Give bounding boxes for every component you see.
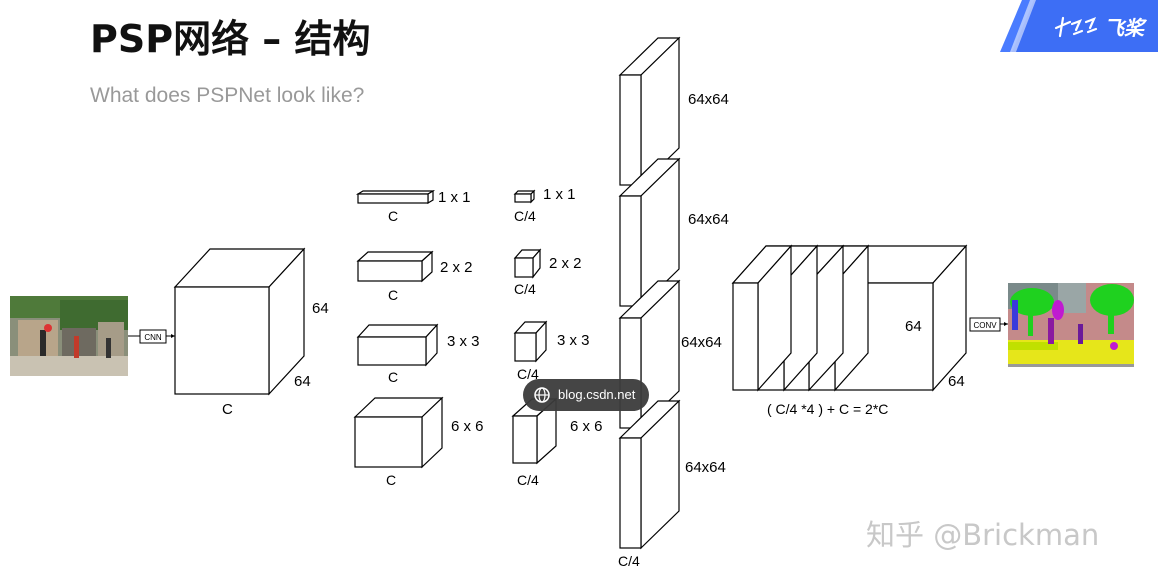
output-segmentation	[1008, 283, 1134, 367]
pool-size-1: 1 x 1	[438, 189, 471, 206]
upsampled-map-2	[618, 157, 681, 308]
upsampled-size-3: 64x64	[681, 334, 722, 351]
reduced-2x2	[513, 248, 542, 279]
reduced-size-4: 6 x 6	[570, 418, 603, 435]
upsampled-size-2: 64x64	[688, 211, 729, 228]
upsampled-size-1: 64x64	[688, 91, 729, 108]
upsampled-map-4	[618, 399, 681, 550]
brand-logo-text: 飞桨	[1104, 16, 1144, 40]
input-image	[10, 296, 128, 376]
reduced-1x1	[513, 189, 536, 204]
pool-channel-3: C	[388, 369, 398, 385]
cnn-label: CNN	[144, 333, 162, 342]
source-badge-text: blog.csdn.net	[558, 387, 636, 402]
concat-formula: ( C/4 *4 ) + C = 2*C	[767, 401, 888, 417]
concat-stack	[731, 244, 968, 392]
concat-height-label: 64	[905, 318, 922, 335]
feature-width-label: 64	[294, 373, 311, 390]
brand-logo	[1000, 0, 1158, 52]
pooled-1x1	[355, 189, 436, 205]
reduced-size-1: 1 x 1	[543, 186, 576, 203]
pool-channel-2: C	[388, 287, 398, 303]
reduced-size-2: 2 x 2	[549, 255, 582, 272]
feature-height-label: 64	[312, 300, 329, 317]
watermark: 知乎 @Brickman	[866, 518, 1100, 552]
page-title: PSP网络 – 结构	[90, 17, 371, 61]
pooled-3x3	[356, 323, 439, 367]
pool-size-4: 6 x 6	[451, 418, 484, 435]
reduced-channel-3: C/4	[517, 366, 539, 382]
feature-map-cube	[173, 247, 306, 396]
pool-channel-1: C	[388, 208, 398, 224]
pool-size-2: 2 x 2	[440, 259, 473, 276]
reduced-size-3: 3 x 3	[557, 332, 590, 349]
feature-channel-label: C	[222, 401, 233, 418]
upsampled-channel-label: C/4	[618, 553, 640, 569]
pool-channel-4: C	[386, 472, 396, 488]
pool-size-3: 3 x 3	[447, 333, 480, 350]
page-subtitle: What does PSPNet look like?	[90, 84, 365, 107]
reduced-6x6	[511, 397, 558, 465]
concat-width-label: 64	[948, 373, 965, 390]
reduced-channel-1: C/4	[514, 208, 536, 224]
conv-label: CONV	[973, 321, 997, 330]
pooled-6x6	[353, 396, 444, 469]
reduced-3x3	[513, 320, 548, 363]
reduced-channel-2: C/4	[514, 281, 536, 297]
globe-icon	[534, 387, 550, 403]
upsampled-map-1	[618, 36, 681, 187]
pooled-2x2	[356, 250, 434, 283]
upsampled-size-4: 64x64	[685, 459, 726, 476]
reduced-channel-4: C/4	[517, 472, 539, 488]
